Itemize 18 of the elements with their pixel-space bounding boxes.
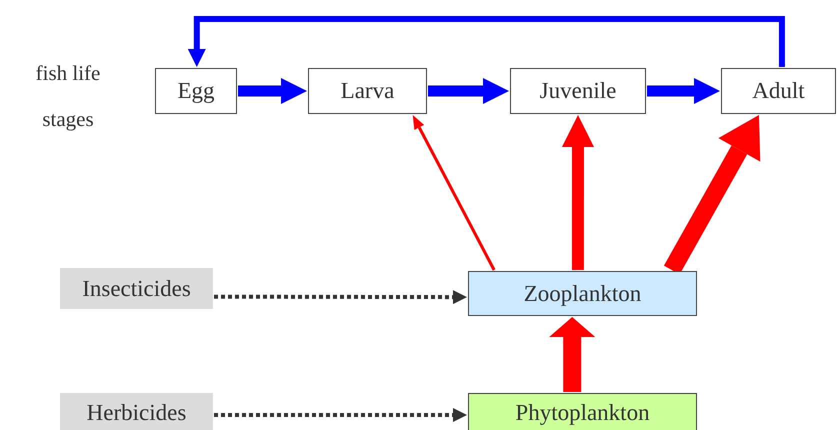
arrow	[412, 115, 496, 271]
side-label: fish life stages	[34, 60, 102, 133]
arrow	[562, 115, 594, 270]
arrow	[214, 290, 467, 304]
stage-box: Egg	[155, 68, 237, 114]
arrow	[238, 78, 307, 104]
arrow	[428, 78, 509, 104]
stage-box: Insecticides	[60, 268, 213, 309]
stage-box: Adult	[721, 68, 836, 114]
stage-box: Herbicides	[60, 393, 213, 430]
stage-box: Juvenile	[510, 68, 646, 114]
stage-box: Zooplankton	[468, 271, 697, 316]
stage-box: Larva	[308, 68, 427, 114]
arrow	[188, 16, 785, 67]
arrow	[647, 78, 720, 104]
arrow	[214, 408, 467, 422]
stage-box: Phytoplankton	[468, 393, 697, 430]
arrow	[549, 317, 596, 392]
